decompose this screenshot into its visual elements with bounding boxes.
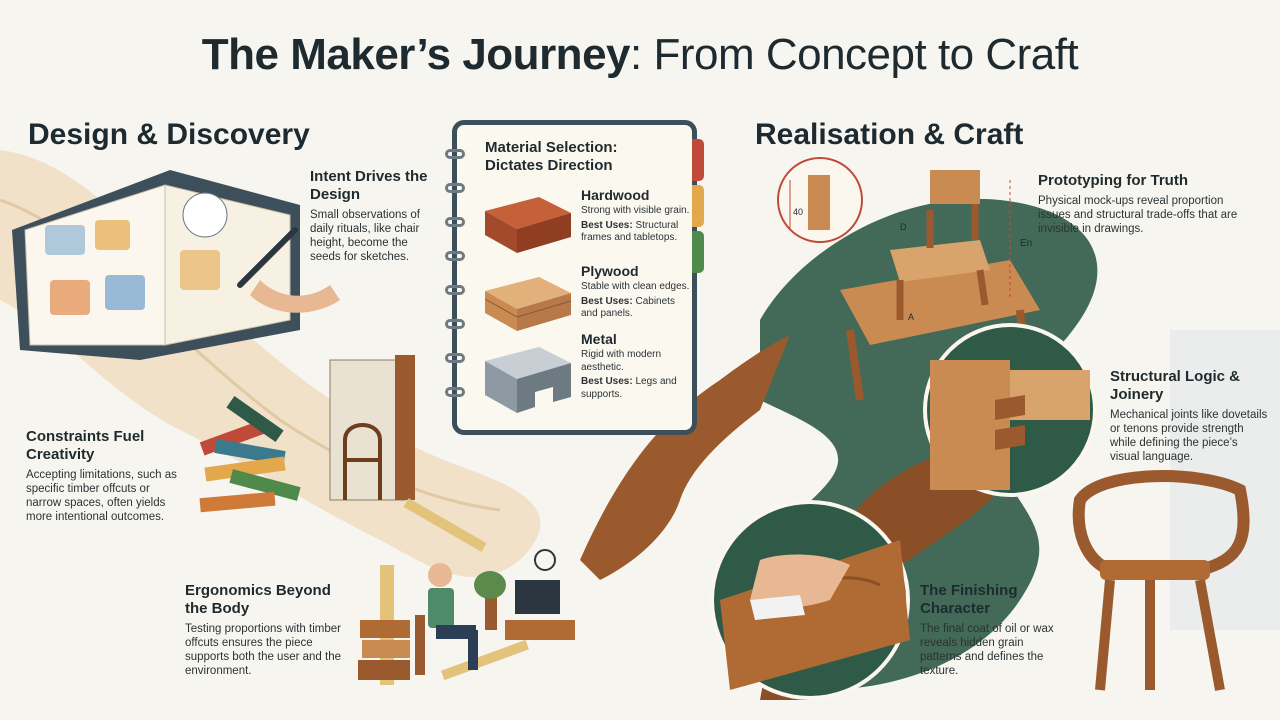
section-heading-design: Design & Discovery (28, 118, 310, 151)
uses-label: Best Uses: (581, 376, 633, 387)
material-metal: Metal Rigid with modern aesthetic. Best … (581, 331, 693, 401)
metal-swatch (485, 347, 571, 413)
wooden-plank-ribbon (580, 335, 790, 580)
ruler (403, 498, 487, 552)
block-finishing: The Finishing Character The final coat o… (920, 582, 1060, 678)
material-desc: Rigid with modern aesthetic. (581, 349, 662, 373)
notebook-ring (445, 217, 465, 227)
block-structural-title: Structural Logic & Joinery (1110, 368, 1241, 403)
ergonomics-scene (358, 549, 575, 685)
block-finishing-body: The final coat of oil or wax reveals hid… (920, 623, 1054, 677)
uses-text: Cabinets and panels. (581, 295, 675, 320)
notebook-ring (445, 353, 465, 363)
diagram-d-label: D (900, 222, 907, 232)
material-uses: Best Uses: Cabinets and panels. (581, 296, 693, 321)
notebook-ring (445, 387, 465, 397)
notebook-ring (445, 251, 465, 261)
uses-text: Legs and supports. (581, 376, 677, 400)
uses-text: Structural frames and tabletops. (581, 219, 679, 244)
block-constraints-body: Accepting limitations, such as specific … (26, 469, 177, 523)
notebook-tab-green (692, 231, 704, 273)
block-intent-body: Small observations of daily rituals, lik… (310, 209, 420, 263)
block-intent-title: Intent Drives the Design (310, 168, 428, 203)
material-desc: Stable with clean edges. (581, 281, 690, 292)
block-ergonomics: Ergonomics Beyond the Body Testing propo… (185, 582, 345, 678)
material-uses: Best Uses: Legs and supports. (581, 376, 693, 401)
diagram-a-label: A (908, 312, 915, 322)
notebook-ring (445, 149, 465, 159)
plywood-swatch (484, 277, 572, 331)
material-desc: Strong with visible grain. (581, 205, 690, 216)
notebook-tab-red (692, 139, 704, 181)
block-prototyping: Prototyping for Truth Physical mock-ups … (1038, 172, 1238, 236)
narrow-space-illustration (329, 355, 415, 501)
notebook-tab-orange (692, 185, 704, 227)
block-prototyping-body: Physical mock-ups reveal proportion issu… (1038, 195, 1238, 235)
title-bold: The Maker’s Journey (201, 30, 631, 79)
uses-label: Best Uses: (581, 219, 633, 231)
notebook-title: Material Selection: Dictates Direction (485, 139, 618, 174)
material-name: Plywood (581, 263, 639, 279)
material-name: Metal (581, 331, 617, 347)
block-intent: Intent Drives the Design Small observati… (310, 168, 440, 264)
page-title: The Maker’s Journey: From Concept to Cra… (0, 30, 1280, 80)
hardwood-swatch (485, 197, 571, 253)
block-ergonomics-body: Testing proportions with timber offcuts … (185, 623, 341, 677)
material-hardwood: Hardwood Strong with visible grain. Best… (581, 187, 693, 245)
block-constraints-title: Constraints Fuel Creativity (26, 428, 145, 463)
material-name: Hardwood (581, 187, 650, 203)
section-heading-realisation: Realisation & Craft (755, 118, 1024, 151)
joinery-detail (923, 323, 1097, 497)
material-selection-notebook: Material Selection: Dictates Direction (445, 120, 704, 435)
block-constraints: Constraints Fuel Creativity Accepting li… (26, 428, 186, 524)
block-ergonomics-title: Ergonomics Beyond the Body (185, 582, 331, 617)
material-plywood: Plywood Stable with clean edges. Best Us… (581, 263, 693, 321)
title-rest: : From Concept to Craft (630, 30, 1079, 79)
material-swatches (484, 197, 572, 413)
material-uses: Best Uses: Structural frames and tableto… (581, 220, 693, 245)
diagram-en-label: En (1020, 238, 1033, 249)
block-structural-body: Mechanical joints like dovetails or teno… (1110, 409, 1268, 463)
block-structural: Structural Logic & Joinery Mechanical jo… (1110, 368, 1270, 464)
sketchbook-illustration (12, 170, 340, 360)
finishing-detail (710, 500, 910, 700)
notebook-ring (445, 285, 465, 295)
finished-chair (1072, 330, 1280, 691)
diagram-height-label: 40 (793, 207, 804, 217)
prototype-workbench (777, 157, 1040, 401)
block-finishing-title: The Finishing Character (920, 582, 1018, 617)
uses-label: Best Uses: (581, 295, 633, 307)
ruler-2 (441, 639, 529, 681)
notebook-ring (445, 319, 465, 329)
block-prototyping-title: Prototyping for Truth (1038, 172, 1188, 189)
notebook-ring (445, 183, 465, 193)
timber-offcuts-pile (199, 396, 301, 513)
